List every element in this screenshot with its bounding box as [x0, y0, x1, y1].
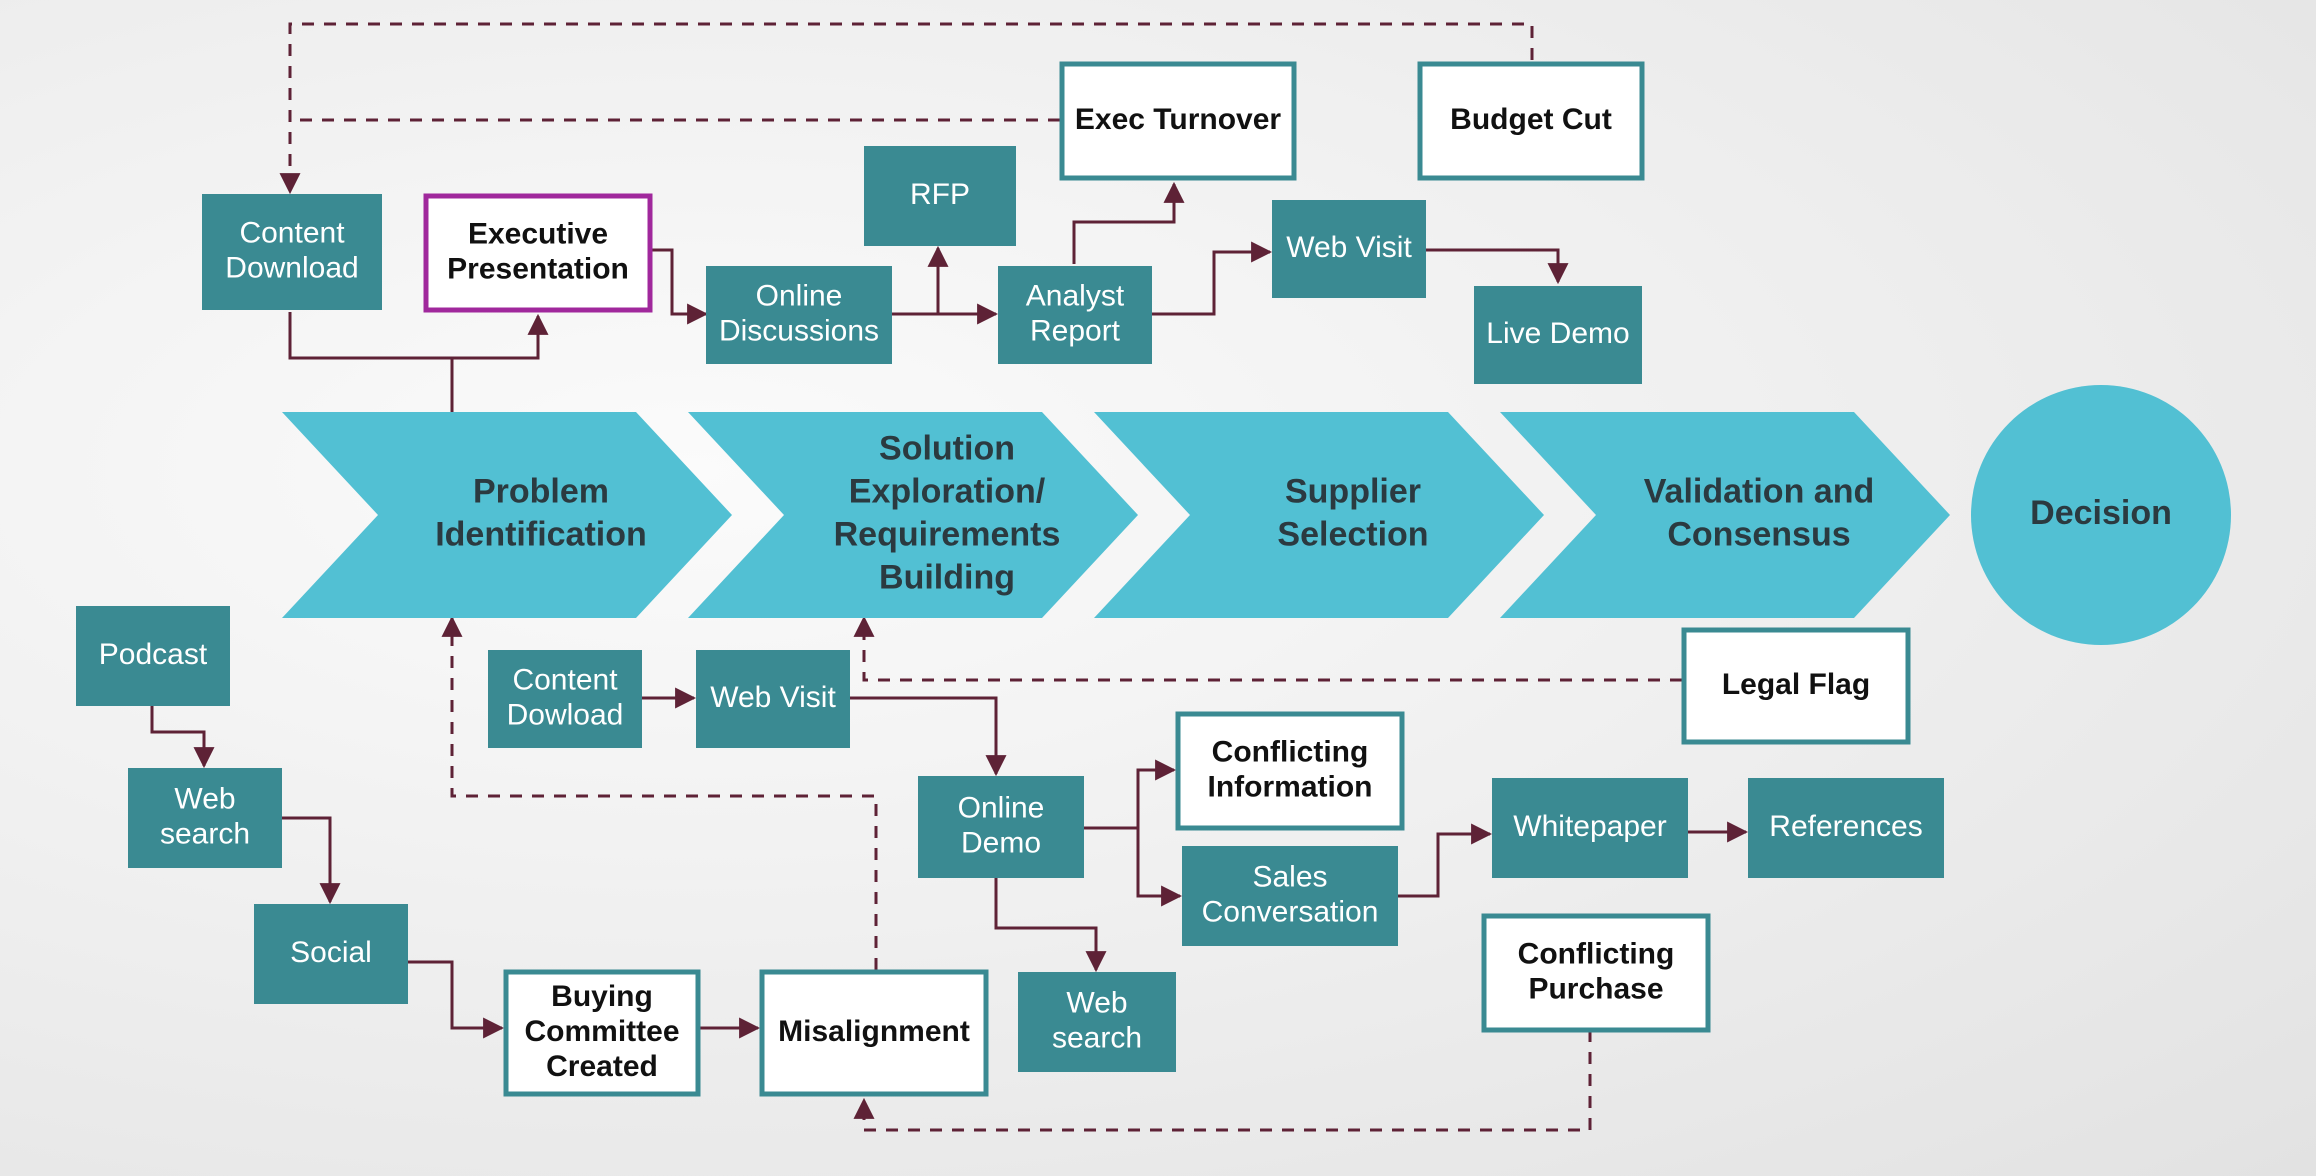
online-demo-label-line-1: Online	[958, 791, 1045, 824]
misalignment-label-line-1: Misalignment	[778, 1015, 970, 1048]
sales-conversation-box	[1182, 846, 1398, 946]
stage-supplier-chevron	[1094, 412, 1544, 618]
references-box	[1748, 778, 1944, 878]
stage-problem-label-line-2: Identification	[435, 515, 647, 553]
web-search-left-box	[128, 768, 282, 868]
connector-conflicting-purchase-to-misalignment	[853, 1030, 1592, 1132]
connector-web-search-to-social	[282, 816, 341, 905]
sales-conversation-label-line-1: Sales	[1252, 860, 1327, 893]
web-search-left-label-line-1: Web	[174, 782, 235, 815]
legal-flag-box	[1681, 627, 1911, 745]
online-discussions-box	[706, 266, 892, 364]
stage-validation-chevron	[1500, 412, 1950, 618]
web-visit-mid-label-line-1: Web Visit	[710, 681, 836, 714]
stage-validation-label-line-2: Consensus	[1667, 515, 1850, 553]
executive-presentation-label-line-2: Presentation	[447, 252, 629, 285]
social-box	[254, 904, 408, 1004]
web-search-bottom-box	[1018, 972, 1176, 1072]
podcast-box	[76, 606, 230, 706]
sales-conversation-label-line-2: Conversation	[1202, 895, 1379, 928]
online-demo-box	[918, 776, 1084, 878]
live-demo-box	[1474, 286, 1642, 384]
connector-analyst-report-to-web-visit	[1152, 241, 1273, 316]
connector-online-demo-to-web-search	[994, 878, 1107, 973]
connectors	[150, 22, 1749, 1132]
legal-flag-label-line-1: Legal Flag	[1722, 668, 1870, 701]
executive-presentation-box	[423, 193, 653, 313]
web-visit-top-label-line-1: Web Visit	[1286, 231, 1412, 264]
stage-solution-label-line-2: Exploration/	[849, 472, 1046, 510]
exec-turnover-label-line-1: Exec Turnover	[1075, 103, 1282, 136]
analyst-report-label-line-2: Report	[1030, 314, 1121, 347]
web-visit-mid-box	[696, 650, 850, 748]
budget-cut-label-line-1: Budget Cut	[1450, 103, 1612, 136]
live-demo-label-line-1: Live Demo	[1486, 317, 1629, 350]
misalignment-box	[759, 969, 989, 1097]
content-dowload-mid-label-line-1: Content	[512, 663, 618, 696]
executive-presentation-label-line-1: Executive	[468, 217, 608, 250]
analyst-report-label-line-1: Analyst	[1026, 279, 1125, 312]
content-dowload-mid-box	[488, 650, 642, 748]
connector-podcast-to-web-search	[150, 706, 215, 769]
podcast-label-line-1: Podcast	[99, 638, 208, 671]
stage-supplier-label-line-2: Selection	[1277, 515, 1428, 553]
exec-turnover-box	[1059, 61, 1297, 181]
conflicting-information-label-line-2: Information	[1208, 770, 1373, 803]
content-dowload-mid-label-line-2: Dowload	[507, 698, 624, 731]
connector-sales-conversation-to-whitepaper	[1398, 823, 1493, 898]
connector-misalignment-to-problem	[441, 615, 878, 970]
conflicting-purchase-box	[1481, 913, 1711, 1033]
references-label-line-1: References	[1769, 810, 1922, 843]
online-demo-label-line-2: Demo	[961, 826, 1041, 859]
connector-exec-presentation-to-online-discussions	[650, 248, 709, 325]
connector-content-download-to-exec-presentation	[288, 312, 549, 360]
web-search-left-label-line-2: search	[160, 817, 250, 850]
diagram-nodes: ContentDownloadExecutivePresentationOnli…	[76, 61, 1944, 1097]
stage-solution-chevron	[688, 412, 1138, 618]
connector-web-visit-to-live-demo	[1426, 248, 1569, 285]
stage-solution-label-line-4: Building	[879, 558, 1015, 596]
connector-analyst-report-to-exec-turnover	[1072, 181, 1185, 264]
budget-cut-box	[1417, 61, 1645, 181]
conflicting-purchase-label-line-1: Conflicting	[1518, 937, 1675, 970]
stage-supplier-label-line-1: Supplier	[1285, 472, 1421, 510]
stage-solution-label-line-1: Solution	[879, 429, 1015, 467]
conflicting-information-box	[1175, 711, 1405, 831]
decision-label-line-1: Decision	[2030, 494, 2172, 532]
stage-problem-chevron	[282, 412, 732, 618]
conflicting-information-label-line-1: Conflicting	[1212, 735, 1369, 768]
connector-online-demo-to-sales-conversation	[1136, 828, 1183, 907]
stage-validation-label-line-1: Validation and	[1644, 472, 1874, 510]
connector-social-to-buying-committee	[408, 960, 505, 1039]
web-visit-top-box	[1272, 200, 1426, 298]
rfp-label-line-1: RFP	[910, 178, 970, 211]
social-label-line-1: Social	[290, 936, 372, 969]
stage-solution-label-line-3: Requirements	[834, 515, 1061, 553]
analyst-report-box	[998, 266, 1152, 364]
buying-committee-label-line-3: Created	[546, 1050, 658, 1083]
buying-committee-box	[503, 969, 701, 1097]
stage-problem-label-line-1: Problem	[473, 472, 609, 510]
connector-legal-flag-to-solution	[853, 615, 1682, 682]
decision-circle	[1971, 385, 2231, 645]
connector-web-visit-to-online-demo	[850, 696, 1007, 777]
whitepaper-label-line-1: Whitepaper	[1513, 810, 1666, 843]
buying-committee-label-line-2: Committee	[524, 1015, 679, 1048]
connector-online-demo-to-conflicting-info	[1136, 759, 1177, 828]
online-discussions-label-line-2: Discussions	[719, 314, 879, 347]
conflicting-purchase-label-line-2: Purchase	[1528, 972, 1663, 1005]
web-search-bottom-label-line-2: search	[1052, 1021, 1142, 1054]
content-download-top-label-line-1: Content	[239, 216, 345, 249]
content-download-top-label-line-2: Download	[225, 251, 358, 284]
buying-committee-label-line-1: Buying	[551, 980, 653, 1013]
content-download-top-box	[202, 194, 382, 310]
rfp-box	[864, 146, 1016, 246]
web-search-bottom-label-line-1: Web	[1066, 986, 1127, 1019]
online-discussions-label-line-1: Online	[756, 279, 843, 312]
whitepaper-box	[1492, 778, 1688, 878]
